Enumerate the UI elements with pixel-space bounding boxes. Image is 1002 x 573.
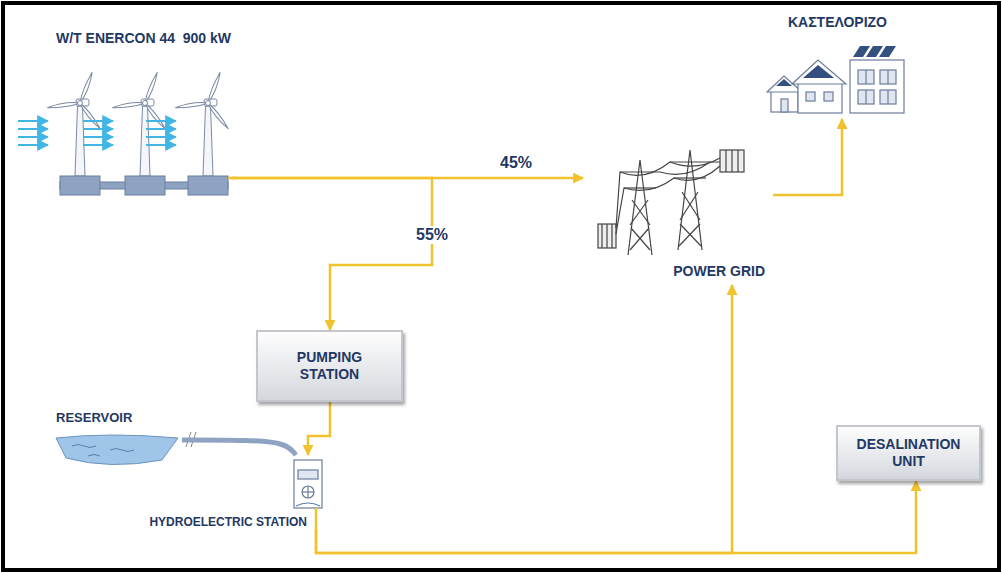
- reservoir-water: [56, 432, 196, 465]
- process-box: DESALINATION UNIT: [836, 425, 981, 481]
- node-label: PUMPING STATION: [272, 349, 387, 383]
- power-grid: POWER GRID: [583, 140, 773, 285]
- edge-label: 45%: [498, 154, 534, 172]
- hydro-station: HYDROELECTRIC STATION: [120, 455, 325, 530]
- frame: [3, 3, 999, 570]
- power-line: [308, 402, 330, 455]
- process-box: PUMPING STATION: [256, 330, 403, 402]
- edge-label: 55%: [414, 226, 450, 244]
- power-grid-art: [598, 150, 744, 255]
- wind-turbines: [18, 72, 236, 195]
- node-label: ΚΑΣΤΕΛΟΡΙΖΟ: [788, 14, 887, 31]
- power-line: [773, 119, 842, 195]
- reservoir: RESERVOIR: [52, 410, 182, 467]
- node-label: POWER GRID: [673, 263, 765, 280]
- node-label: HYDROELECTRIC STATION: [149, 515, 307, 529]
- settlement-icon: ΚΑΣΤΕΛΟΡΙΖΟ: [765, 12, 910, 119]
- node-label: DESALINATION UNIT: [852, 436, 965, 470]
- water-pipe: [182, 440, 296, 455]
- power-line: [316, 285, 732, 553]
- power-line: [316, 481, 916, 553]
- houses: [767, 46, 904, 113]
- node-label: W/T ENERCON 44 900 kW: [56, 30, 231, 47]
- turbine-group: W/T ENERCON 44 900 kW: [52, 28, 232, 198]
- node-label: RESERVOIR: [56, 410, 132, 426]
- power-line: [232, 178, 432, 330]
